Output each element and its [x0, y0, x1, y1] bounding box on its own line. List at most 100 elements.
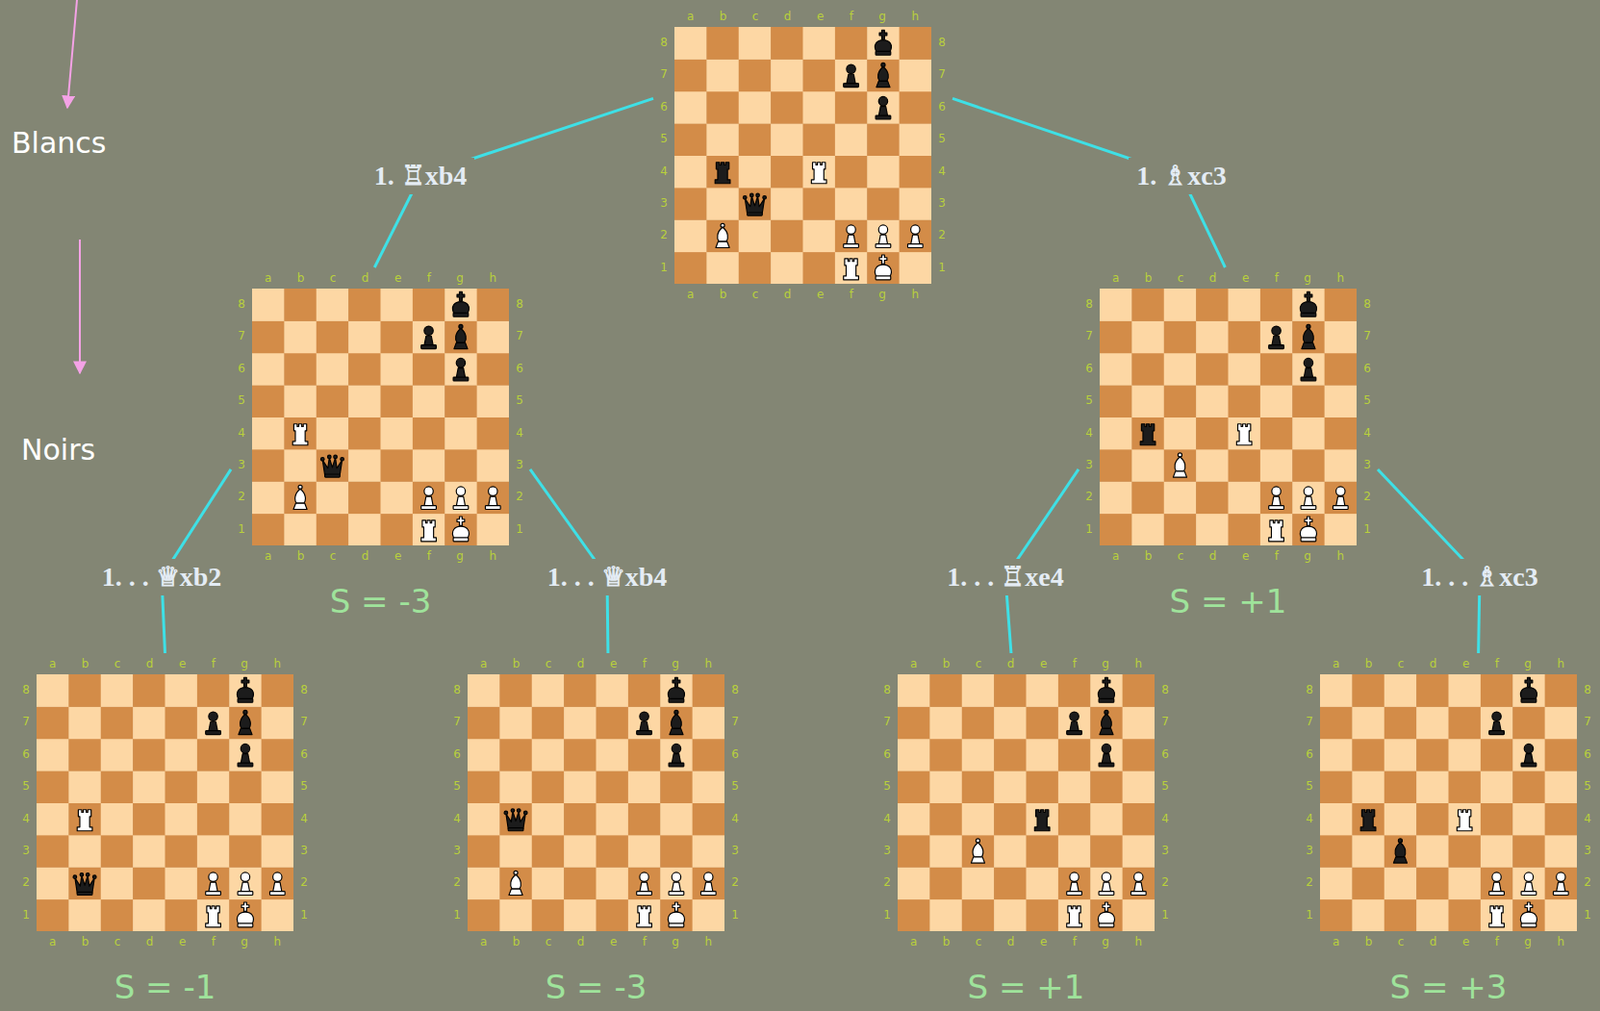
board-square: [1292, 449, 1325, 483]
board-square: [962, 738, 995, 772]
chess-piece: [1066, 711, 1083, 736]
board-square: [770, 58, 804, 92]
board-square: [770, 252, 804, 284]
board-square: [101, 706, 134, 739]
board-square: [1164, 320, 1197, 354]
board-square: [1228, 353, 1262, 386]
board-node: a b c d e f g h8 7 6 5 4 3 2 18 7 6 5 4 …: [230, 267, 531, 567]
board-square: [1131, 353, 1165, 386]
board-square: [1164, 417, 1197, 451]
board-square: [532, 674, 565, 708]
board-coordinates: a b c d e f g h: [467, 931, 725, 953]
board-square: [929, 738, 963, 772]
board-square: [1122, 866, 1155, 900]
board-square: [692, 835, 725, 868]
board-square: [467, 706, 501, 739]
board-square: [252, 449, 285, 483]
board-square: [803, 219, 837, 253]
board-square: [36, 738, 70, 772]
chess-piece: [1269, 520, 1285, 542]
board-square: [36, 674, 70, 708]
board-square: [444, 417, 478, 451]
chess-board: [1099, 288, 1357, 546]
board-square: [1026, 803, 1060, 837]
board-square: [1416, 674, 1449, 708]
board-square: [1195, 320, 1229, 354]
board-square: [132, 835, 166, 868]
board-coordinates: 8 7 6 5 4 3 2 1: [1160, 674, 1170, 932]
board-square: [283, 353, 317, 386]
board-square: [283, 320, 317, 354]
board-square: [316, 384, 350, 418]
chess-piece: [1269, 326, 1285, 350]
board-coordinates: 8 7 6 5 4 3 2 1: [1582, 674, 1593, 932]
board-square: [1099, 288, 1133, 322]
board-square: [706, 26, 739, 60]
board-coordinates: 8 7 6 5 4 3 2 1: [882, 674, 892, 932]
board-square: [1228, 288, 1262, 322]
board-square: [197, 866, 230, 900]
board-square: [316, 288, 350, 322]
board-square: [1448, 866, 1482, 900]
board-square: [101, 738, 134, 772]
board-square: [197, 674, 230, 708]
board-square: [660, 706, 693, 739]
board-square: [770, 26, 804, 60]
board-coordinates: a b c d e f g h: [36, 931, 294, 953]
chess-piece: [1521, 743, 1537, 767]
board-node: a b c d e f g h8 7 6 5 4 3 2 18 7 6 5 4 …: [876, 653, 1176, 953]
board-square: [101, 674, 134, 708]
board-square: [897, 835, 931, 868]
board-square: [1384, 770, 1418, 804]
board-square: [1026, 866, 1060, 900]
chess-piece: [1489, 711, 1505, 736]
chess-piece: [876, 62, 890, 87]
board-square: [1228, 320, 1262, 354]
board-square: [835, 91, 868, 125]
board-square: [1026, 706, 1060, 739]
board-square: [993, 738, 1027, 772]
board-square: [444, 481, 478, 514]
board-coordinates: a b c d e f g h: [252, 545, 509, 567]
board-square: [1384, 835, 1418, 868]
board-square: [835, 58, 868, 92]
board-square: [380, 288, 414, 322]
board-square: [1292, 288, 1325, 322]
board-square: [477, 513, 509, 546]
board-square: [228, 899, 262, 932]
board-square: [197, 803, 230, 837]
board-square: [1545, 738, 1577, 772]
board-coordinates: 8 7 6 5 4 3 2 1: [1362, 288, 1372, 546]
board-square: [1195, 449, 1229, 483]
chess-piece: [970, 838, 985, 864]
board-square: [101, 803, 134, 837]
board-square: [897, 899, 931, 932]
score-label: S = +1: [1169, 584, 1288, 620]
move-label: 1. . . ♕xb2: [94, 558, 230, 596]
board-square: [962, 674, 995, 708]
board-square: [1058, 803, 1092, 837]
board-square: [660, 866, 693, 900]
board-square: [628, 866, 661, 900]
chess-piece: [421, 326, 437, 350]
chess-piece: [668, 743, 685, 767]
board-square: [283, 417, 317, 451]
board-square: [380, 353, 414, 386]
board-square: [101, 899, 134, 932]
board-square: [803, 123, 837, 156]
chess-piece: [843, 225, 860, 249]
board-square: [1122, 835, 1155, 868]
chess-piece: [742, 193, 766, 216]
board-square: [1292, 353, 1325, 386]
board-square: [444, 384, 478, 418]
board-square: [1545, 770, 1577, 804]
board-square: [899, 155, 932, 189]
board-square: [897, 738, 931, 772]
board-square: [348, 417, 381, 451]
board-square: [132, 706, 166, 739]
board-square: [1416, 803, 1449, 837]
chess-piece: [1130, 872, 1146, 896]
chess-piece: [669, 710, 684, 735]
board-square: [348, 449, 381, 483]
board-square: [348, 481, 381, 514]
